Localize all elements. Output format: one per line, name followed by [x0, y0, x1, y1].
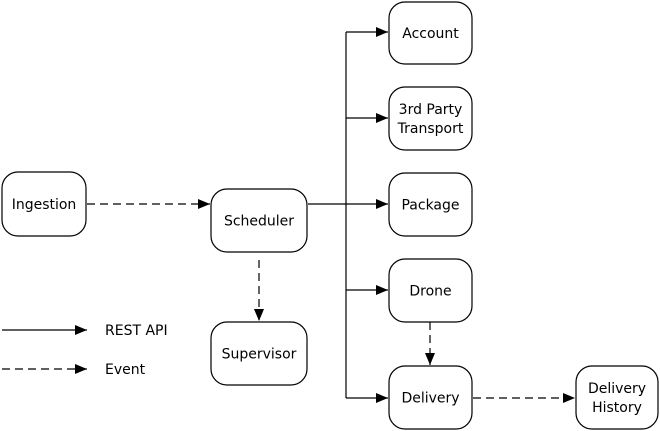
node-box-supervisor — [210, 321, 308, 386]
node-label-scheduler: Scheduler — [224, 214, 294, 230]
node-label-supervisor: Supervisor — [222, 347, 297, 363]
node-box-drone — [388, 258, 473, 323]
node-label-drone: Drone — [409, 284, 451, 300]
node-package: Package — [388, 172, 473, 237]
node-label-third-party-transport-line-1: 3rd Party — [399, 102, 463, 118]
node-label-package: Package — [401, 198, 459, 214]
node-label-delivery-history-line-1: Delivery — [588, 381, 646, 397]
node-drone: Drone — [388, 258, 473, 323]
legend-rest-api-label: REST API — [105, 323, 168, 339]
edges — [87, 27, 575, 403]
node-ingestion: Ingestion — [1, 171, 87, 237]
node-account: Account — [388, 1, 473, 65]
node-box-account — [388, 1, 473, 65]
node-box-delivery-history — [575, 365, 659, 430]
node-box-delivery — [388, 365, 473, 430]
node-supervisor: Supervisor — [210, 321, 308, 386]
node-box-third-party-transport — [388, 86, 473, 151]
legend-event-label: Event — [105, 362, 146, 378]
node-box-package — [388, 172, 473, 237]
legend: REST API Event — [2, 323, 168, 378]
node-label-ingestion: Ingestion — [12, 197, 77, 213]
node-scheduler: Scheduler — [210, 188, 308, 253]
node-box-scheduler — [210, 188, 308, 253]
node-label-account: Account — [402, 26, 459, 42]
node-label-third-party-transport-line-2: Transport — [397, 121, 464, 137]
node-label-delivery: Delivery — [401, 391, 459, 407]
node-label-delivery-history-line-2: History — [592, 400, 642, 416]
node-box-ingestion — [1, 171, 87, 237]
node-delivery: Delivery — [388, 365, 473, 430]
